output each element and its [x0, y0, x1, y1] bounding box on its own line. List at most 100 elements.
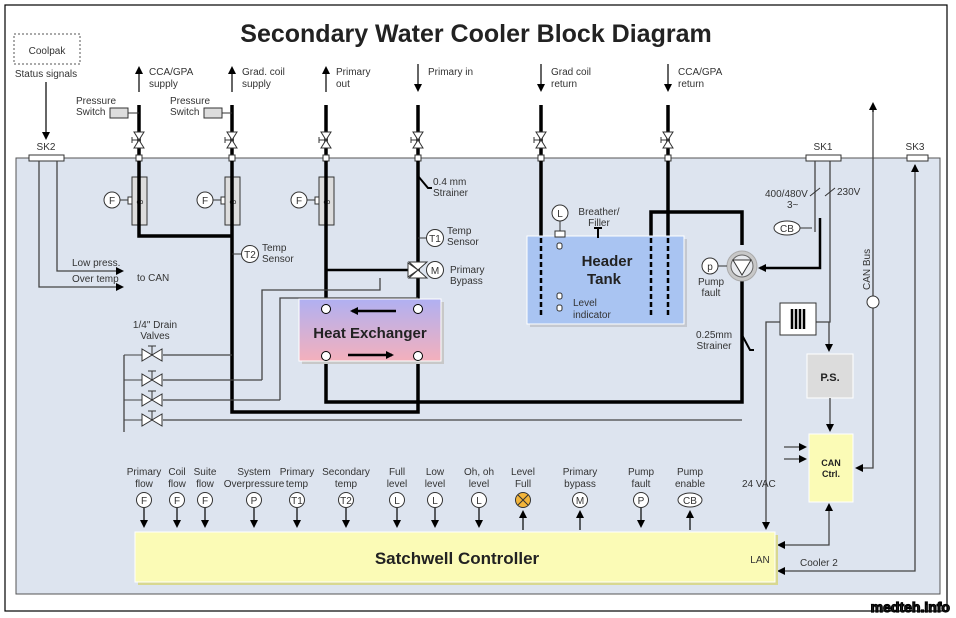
top-line-label: Grad coil [551, 67, 591, 78]
svg-text:L: L [476, 496, 482, 507]
signal-label: temp [335, 479, 358, 490]
signal-label: Low [426, 467, 445, 478]
signal-label: level [425, 479, 446, 490]
coolpak-label: Coolpak [29, 46, 67, 57]
controller-label: Satchwell Controller [375, 549, 540, 568]
flow-sensor-icon [290, 191, 308, 209]
top-line-label: return [551, 79, 577, 90]
sensor-icon [471, 492, 487, 508]
strainer-icon [741, 334, 754, 351]
sk1-connector [805, 154, 842, 162]
t2-label-2: Sensor [262, 254, 294, 265]
svg-text:CAN: CAN [821, 458, 841, 468]
sk2-label: SK2 [37, 142, 56, 153]
level-float-icon [556, 304, 563, 312]
t2-sensor-icon [241, 245, 259, 263]
strainer2-label-1: 0.25mm [696, 330, 732, 341]
svg-text:p: p [707, 262, 713, 273]
over-temp-label: Over temp [72, 274, 119, 285]
level-float-icon [556, 292, 563, 300]
svg-text:Pressure: Pressure [170, 96, 210, 107]
breather-icon [594, 227, 602, 238]
svg-text:L: L [432, 496, 438, 507]
sk2-connector [28, 154, 65, 162]
24vac-line [762, 321, 780, 530]
signal-label: Primary [563, 467, 597, 478]
drain-valve-icon[interactable] [124, 410, 163, 427]
svg-text:M: M [431, 266, 439, 277]
svg-text:T2: T2 [244, 250, 256, 261]
bulkhead-icon [414, 154, 422, 162]
svg-text:L: L [394, 496, 400, 507]
svg-text:Pressure: Pressure [76, 96, 116, 107]
drain-route-a [261, 278, 381, 380]
motor-actuator-icon [426, 261, 444, 279]
strainer1-label-2: Strainer [433, 188, 469, 199]
svg-text:F: F [202, 496, 208, 507]
coolpak-box [13, 33, 81, 65]
sensor-icon [136, 492, 152, 508]
top-line-label: out [336, 79, 350, 90]
strainer2-label-2: Strainer [696, 341, 732, 352]
pressure-switch-2: Pressure Switch [170, 96, 232, 119]
svg-text:P: P [251, 496, 258, 507]
signal-label: fault [632, 479, 651, 490]
pump-fault-label-1: Pump [698, 277, 725, 288]
signal-label: level [469, 479, 490, 490]
drain-label-1: 1/4" Drain [133, 320, 177, 331]
pump-fault-label-2: fault [702, 288, 721, 299]
t1-sensor-icon [426, 229, 444, 247]
signal-label: Full [389, 467, 405, 478]
svg-text:CB: CB [780, 224, 794, 235]
voltage-230-label: 230V [837, 187, 861, 198]
signal-label: Pump [677, 467, 704, 478]
230v-line [816, 161, 831, 323]
signal-label: Suite [194, 467, 217, 478]
svg-text:T1: T1 [429, 234, 441, 245]
signal-label: Overpressure [224, 479, 285, 490]
svg-text:F: F [202, 196, 208, 207]
drain-valve-icon[interactable] [124, 370, 163, 387]
top-line-label: Primary in [428, 67, 473, 78]
svg-text:P.S.: P.S. [820, 372, 839, 384]
signal-label: enable [675, 479, 705, 490]
sensor-icon [289, 492, 305, 508]
drain-valve-icon[interactable] [124, 345, 163, 362]
satchwell-controller [134, 531, 776, 583]
bulkhead-icon [135, 154, 143, 162]
signal-label: level [387, 479, 408, 490]
level-float-icon [556, 242, 563, 250]
sensor-icon [389, 492, 405, 508]
level-indicator-label-2: indicator [573, 310, 611, 321]
diagram-title: Secondary Water Cooler Block Diagram [240, 20, 711, 48]
pump-fault-sensor-icon [701, 257, 719, 275]
can-bus-line [855, 108, 874, 472]
sensor-icon [197, 492, 213, 508]
svg-text:T1: T1 [291, 496, 303, 507]
svg-text:F: F [296, 196, 302, 207]
header-tank-label-1: Header [582, 253, 633, 270]
sensor-icon [427, 492, 443, 508]
drain-route-b [279, 297, 418, 400]
strainer-icon [417, 175, 432, 189]
can-plug-icon [866, 295, 880, 309]
signal-label: Primary [127, 467, 161, 478]
drain-valve-icon[interactable] [124, 390, 163, 407]
svg-text:T2: T2 [340, 496, 352, 507]
strainer1-label-1: 0.4 mm [433, 177, 466, 188]
bypass-valve-icon [407, 261, 429, 279]
signal-label: flow [135, 479, 154, 490]
header-tank [526, 235, 685, 325]
can-controller-box [808, 433, 854, 503]
top-line-label: return [678, 79, 704, 90]
header-tank-label-2: Tank [587, 271, 622, 288]
